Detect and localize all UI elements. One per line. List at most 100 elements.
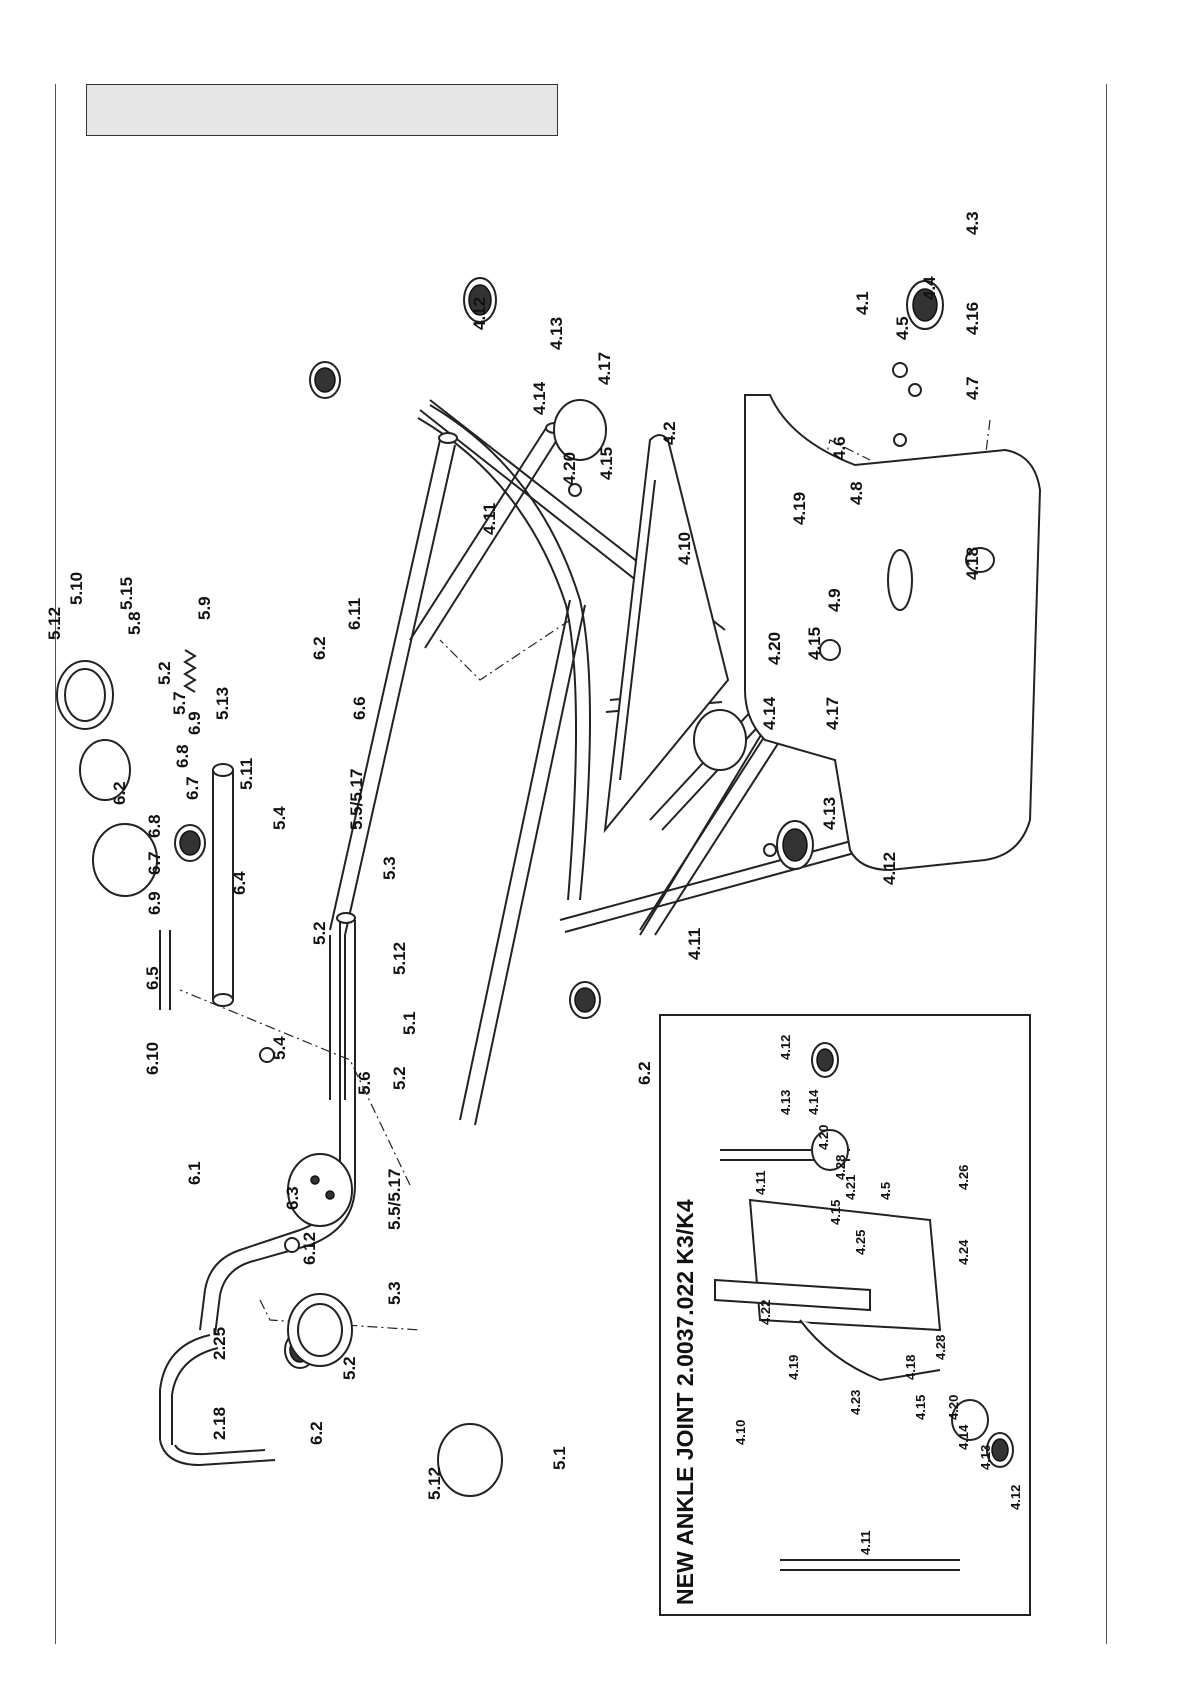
- tube-6-3: [329, 935, 346, 1100]
- label-5-2-top: 5.2: [155, 661, 174, 685]
- label-5-1-low: 5.1: [550, 1446, 569, 1470]
- label-inset-4-15-low: 4.15: [913, 1395, 928, 1420]
- label-inset-4-14-low: 4.14: [956, 1424, 971, 1450]
- label-inset-4-15-top: 4.15: [828, 1200, 843, 1225]
- label-4-20-top: 4.20: [560, 452, 579, 485]
- label-inset-4-20-top: 4.20: [816, 1125, 831, 1150]
- tube-6-4: [212, 763, 234, 1007]
- label-4-5: 4.5: [893, 316, 912, 340]
- label-2-25: 2.25: [210, 1327, 229, 1360]
- label-4-2: 4.2: [660, 421, 679, 445]
- label-inset-4-21: 4.21: [843, 1175, 858, 1200]
- callout-labels: 6.1 6.10 6.5 6.9 6.7 6.8 6.2 6.7 6.8 6.9…: [45, 211, 1023, 1605]
- label-5-5-17-a: 5.5/5.17: [347, 769, 366, 830]
- label-4-16: 4.16: [963, 302, 982, 335]
- part-6-5: [159, 930, 171, 1010]
- label-6-9-a: 6.9: [145, 891, 164, 915]
- label-4-14-center: 4.14: [760, 696, 779, 730]
- tube-lower-left: [459, 599, 586, 1126]
- label-5-10: 5.10: [67, 572, 86, 605]
- label-6-12: 6.12: [300, 1232, 319, 1265]
- label-5-4-top: 5.4: [270, 806, 289, 830]
- inset-title: NEW ANKLE JOINT 2.0037.022 K3/K4: [672, 1199, 698, 1605]
- label-4-6: 4.6: [830, 436, 849, 460]
- label-6-2-center: 6.2: [635, 1061, 654, 1085]
- label-5-3-top: 5.3: [380, 856, 399, 880]
- label-5-8: 5.8: [125, 611, 144, 635]
- label-inset-4-12-low: 4.12: [1008, 1485, 1023, 1510]
- label-6-8-b: 6.8: [173, 744, 192, 768]
- label-4-7: 4.7: [963, 376, 982, 400]
- label-4-12-center: 4.12: [880, 852, 899, 885]
- label-4-13-center: 4.13: [820, 797, 839, 830]
- label-6-8-a: 6.8: [145, 814, 164, 838]
- label-4-17-center: 4.17: [823, 697, 842, 730]
- label-2-18: 2.18: [210, 1407, 229, 1440]
- inset-frame: [659, 1014, 1031, 1616]
- label-6-7-a: 6.7: [145, 851, 164, 875]
- label-5-2-mid: 5.2: [310, 921, 329, 945]
- label-4-12-top: 4.12: [470, 297, 489, 330]
- label-inset-4-13-low: 4.13: [978, 1445, 993, 1470]
- label-4-15-top: 4.15: [597, 447, 616, 480]
- label-6-4: 6.4: [230, 871, 249, 895]
- label-inset-4-28-low: 4.28: [933, 1335, 948, 1360]
- label-5-5-17-b: 5.5/5.17: [385, 1169, 404, 1230]
- label-5-15: 5.15: [117, 577, 136, 610]
- label-inset-4-28-top: 4.28: [833, 1155, 848, 1180]
- right-margin-line: [1106, 84, 1107, 1644]
- label-6-2-upper: 6.2: [310, 636, 329, 660]
- label-4-19: 4.19: [790, 492, 809, 525]
- label-6-2-top: 6.2: [110, 781, 129, 805]
- label-4-1: 4.1: [853, 291, 872, 315]
- label-inset-4-5: 4.5: [878, 1182, 893, 1200]
- label-inset-4-19: 4.19: [786, 1355, 801, 1380]
- label-4-11-center: 4.11: [685, 928, 704, 960]
- label-inset-4-24: 4.24: [956, 1239, 971, 1265]
- tube-6-6: [329, 432, 458, 936]
- knobs: [56, 277, 944, 1497]
- label-5-12-top: 5.12: [45, 607, 64, 640]
- label-5-7: 5.7: [170, 691, 189, 715]
- label-inset-4-12-top: 4.12: [778, 1035, 793, 1060]
- label-inset-4-10: 4.10: [733, 1420, 748, 1445]
- label-5-11: 5.11: [237, 758, 256, 790]
- label-5-4-low: 5.4: [270, 1036, 289, 1060]
- label-6-2-left: 6.2: [307, 1421, 326, 1445]
- label-6-11: 6.11: [345, 598, 364, 630]
- label-inset-4-20-low: 4.20: [946, 1395, 961, 1420]
- label-4-9: 4.9: [825, 588, 844, 612]
- label-5-2-bottom: 5.2: [340, 1356, 359, 1380]
- label-4-20-center: 4.20: [765, 632, 784, 665]
- label-inset-4-26: 4.26: [956, 1165, 971, 1190]
- label-4-17-top: 4.17: [595, 352, 614, 385]
- label-inset-4-18: 4.18: [903, 1355, 918, 1380]
- label-4-11-right: 4.11: [480, 503, 499, 535]
- label-4-18: 4.18: [963, 547, 982, 580]
- label-inset-4-13-top: 4.13: [778, 1090, 793, 1115]
- label-5-13: 5.13: [213, 687, 232, 720]
- foot-plate: [603, 394, 1042, 872]
- label-4-8: 4.8: [847, 481, 866, 505]
- left-margin-line: [55, 84, 56, 1644]
- label-5-1-top: 5.1: [400, 1011, 419, 1035]
- label-inset-4-14-top: 4.14: [806, 1089, 821, 1115]
- label-6-9-b: 6.9: [185, 711, 204, 735]
- label-inset-4-11-top: 4.11: [753, 1170, 768, 1195]
- label-6-1: 6.1: [185, 1161, 204, 1185]
- label-4-10: 4.10: [675, 532, 694, 565]
- label-5-2-low: 5.2: [390, 1066, 409, 1090]
- label-4-15-center: 4.15: [805, 627, 824, 660]
- label-6-5: 6.5: [143, 966, 162, 990]
- label-6-3: 6.3: [283, 1186, 302, 1210]
- label-4-14-top: 4.14: [530, 381, 549, 415]
- label-5-9: 5.9: [195, 596, 214, 620]
- label-inset-4-25: 4.25: [853, 1230, 868, 1255]
- label-5-3-low: 5.3: [385, 1281, 404, 1305]
- label-5-12-mid: 5.12: [390, 942, 409, 975]
- label-6-10: 6.10: [143, 1042, 162, 1075]
- label-inset-4-23: 4.23: [848, 1390, 863, 1415]
- label-inset-4-11-low: 4.11: [858, 1530, 873, 1555]
- label-6-7-b: 6.7: [183, 776, 202, 800]
